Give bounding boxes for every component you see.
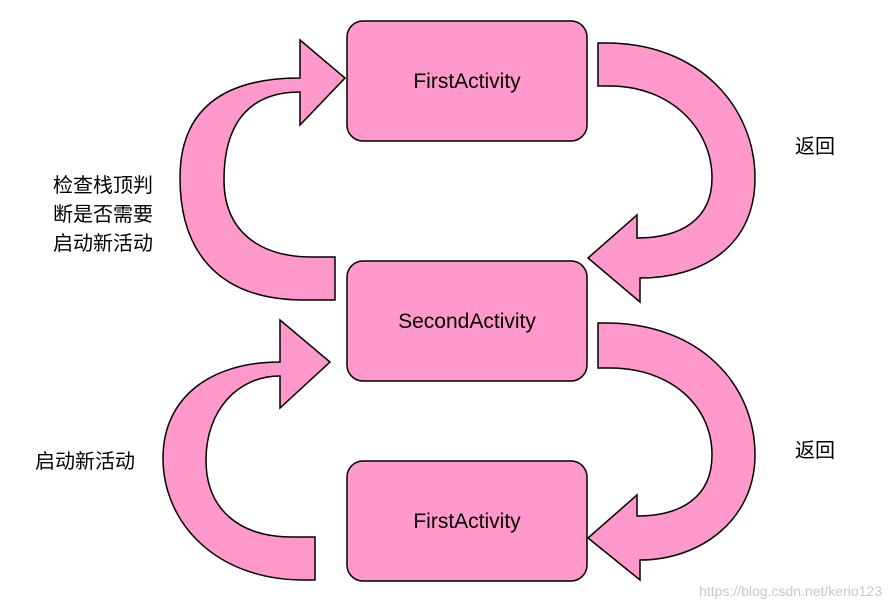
label-check-stack: 检查栈顶判 断是否需要 启动新活动 [53,173,153,255]
label-check-stack-line-1: 检查栈顶判 [53,173,153,197]
label-return-top: 返回 [795,134,835,158]
label-return-bottom: 返回 [795,438,835,462]
label-start-new: 启动新活动 [35,449,135,473]
box-first-activity-bottom-label: FirstActivity [413,510,521,533]
arrow-return-top [586,42,756,304]
arrow-start-new [162,318,332,581]
label-check-stack-line-3: 启动新活动 [53,231,153,255]
box-first-activity-top: FirstActivity [346,20,588,142]
box-first-activity-bottom: FirstActivity [346,460,588,582]
box-first-activity-top-label: FirstActivity [413,70,521,93]
arrow-check-stack [179,38,347,301]
label-check-stack-line-2: 断是否需要 [53,202,153,226]
box-second-activity-label: SecondActivity [398,310,536,333]
watermark: https://blog.csdn.net/kerio123 [699,583,882,599]
arrow-return-bottom [586,322,756,582]
box-second-activity: SecondActivity [346,260,588,382]
